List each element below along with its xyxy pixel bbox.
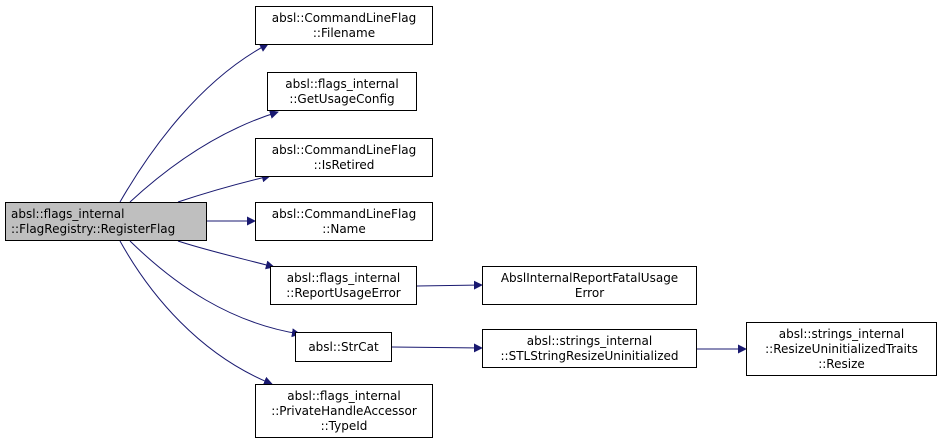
node-is-retired[interactable]: absl::CommandLineFlag::IsRetired (255, 138, 433, 177)
node-resize-traits[interactable]: absl::strings_internal::ResizeUninitiali… (746, 322, 937, 376)
edge-register-flag-to-filename (119, 43, 269, 203)
node-label-line: ::STLStringResizeUninitialized (500, 348, 679, 363)
node-label-line: absl::CommandLineFlag (271, 206, 417, 221)
node-label-line: absl::flags_internal (285, 76, 399, 91)
edge-str-cat-to-stl-string-resize (391, 343, 483, 353)
node-name[interactable]: absl::CommandLineFlag::Name (255, 202, 433, 241)
node-register-flag[interactable]: absl::flags_internal::FlagRegistry::Regi… (5, 202, 207, 241)
edge-register-flag-to-is-retired (177, 173, 271, 203)
node-label-line: ::Name (322, 221, 366, 236)
edge-register-flag-to-type-id (119, 240, 273, 386)
node-label-line: absl::CommandLineFlag (271, 10, 417, 25)
edge-register-flag-to-get-usage-config (129, 110, 279, 203)
node-label-line: Error (574, 285, 605, 300)
node-str-cat[interactable]: absl::StrCat (295, 332, 392, 362)
edge-register-flag-to-report-usage-error (177, 240, 275, 270)
node-label-line: ::ReportUsageError (286, 285, 401, 300)
node-label-line: absl::strings_internal (526, 333, 653, 348)
node-label-line: absl::flags_internal (287, 388, 401, 403)
node-type-id[interactable]: absl::flags_internal::PrivateHandleAcces… (255, 384, 433, 438)
node-label-line: ::Resize (818, 356, 865, 371)
node-label-line: ::IsRetired (313, 157, 375, 172)
node-stl-string-resize[interactable]: absl::strings_internal::STLStringResizeU… (482, 329, 697, 368)
node-label-line: ::PrivateHandleAccessor (271, 403, 417, 418)
node-label-line: ::TypeId (320, 418, 368, 433)
node-label-line: ::Filename (312, 25, 376, 40)
edge-report-usage-error-to-report-fatal-usage-error (416, 280, 483, 290)
node-get-usage-config[interactable]: absl::flags_internal::GetUsageConfig (267, 72, 417, 111)
node-label-line: ::FlagRegistry::RegisterFlag (11, 221, 176, 236)
node-label-line: absl::flags_internal (11, 206, 125, 221)
node-filename[interactable]: absl::CommandLineFlag::Filename (255, 6, 433, 45)
node-label-line: absl::strings_internal (778, 326, 905, 341)
node-label-line: absl::flags_internal (286, 270, 401, 285)
node-label-line: absl::StrCat (308, 339, 379, 354)
edge-register-flag-to-str-cat (129, 240, 301, 338)
node-label-line: AbslInternalReportFatalUsage (500, 270, 679, 285)
node-label-line: absl::CommandLineFlag (271, 142, 417, 157)
node-label-line: ::GetUsageConfig (289, 91, 395, 106)
node-report-usage-error[interactable]: absl::flags_internal::ReportUsageError (270, 266, 417, 305)
node-label-line: ::ResizeUninitializedTraits (765, 341, 918, 356)
